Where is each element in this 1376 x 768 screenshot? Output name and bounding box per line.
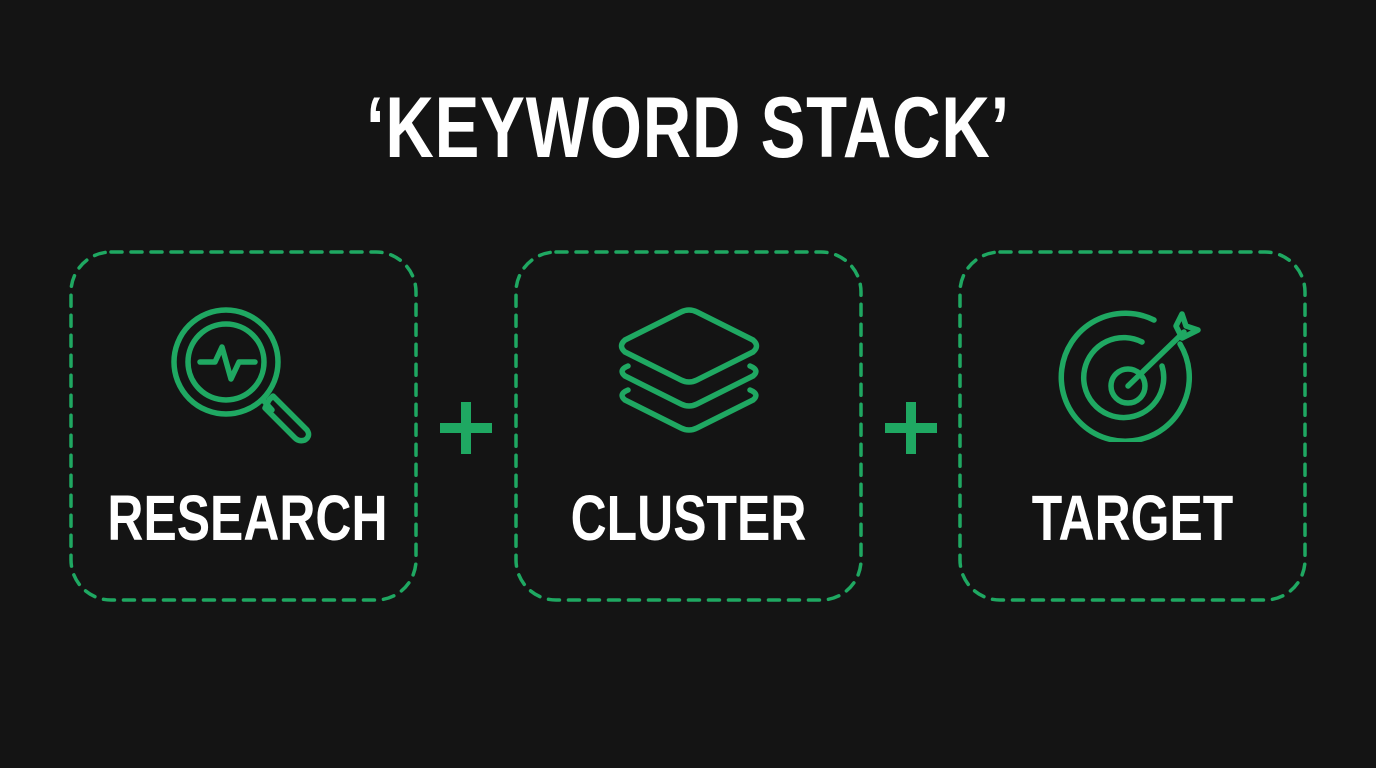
plus-icon	[885, 402, 937, 454]
dashed-border	[514, 250, 863, 602]
target-arrow-icon	[1058, 310, 1201, 442]
dashed-border	[69, 250, 418, 602]
page-title: ‘KEYWORD STACK’	[366, 80, 1010, 176]
layers-stack-icon	[618, 307, 759, 433]
card-research: RESEARCH	[69, 250, 418, 602]
card-label: CLUSTER	[570, 482, 807, 554]
card-label: RESEARCH	[107, 482, 388, 554]
card-label: TARGET	[1031, 482, 1234, 554]
card-cluster: CLUSTER	[514, 250, 863, 602]
card-target: TARGET	[958, 250, 1307, 602]
plus-icon	[440, 402, 492, 454]
magnifier-pulse-icon	[170, 307, 311, 444]
dashed-border	[958, 250, 1307, 602]
